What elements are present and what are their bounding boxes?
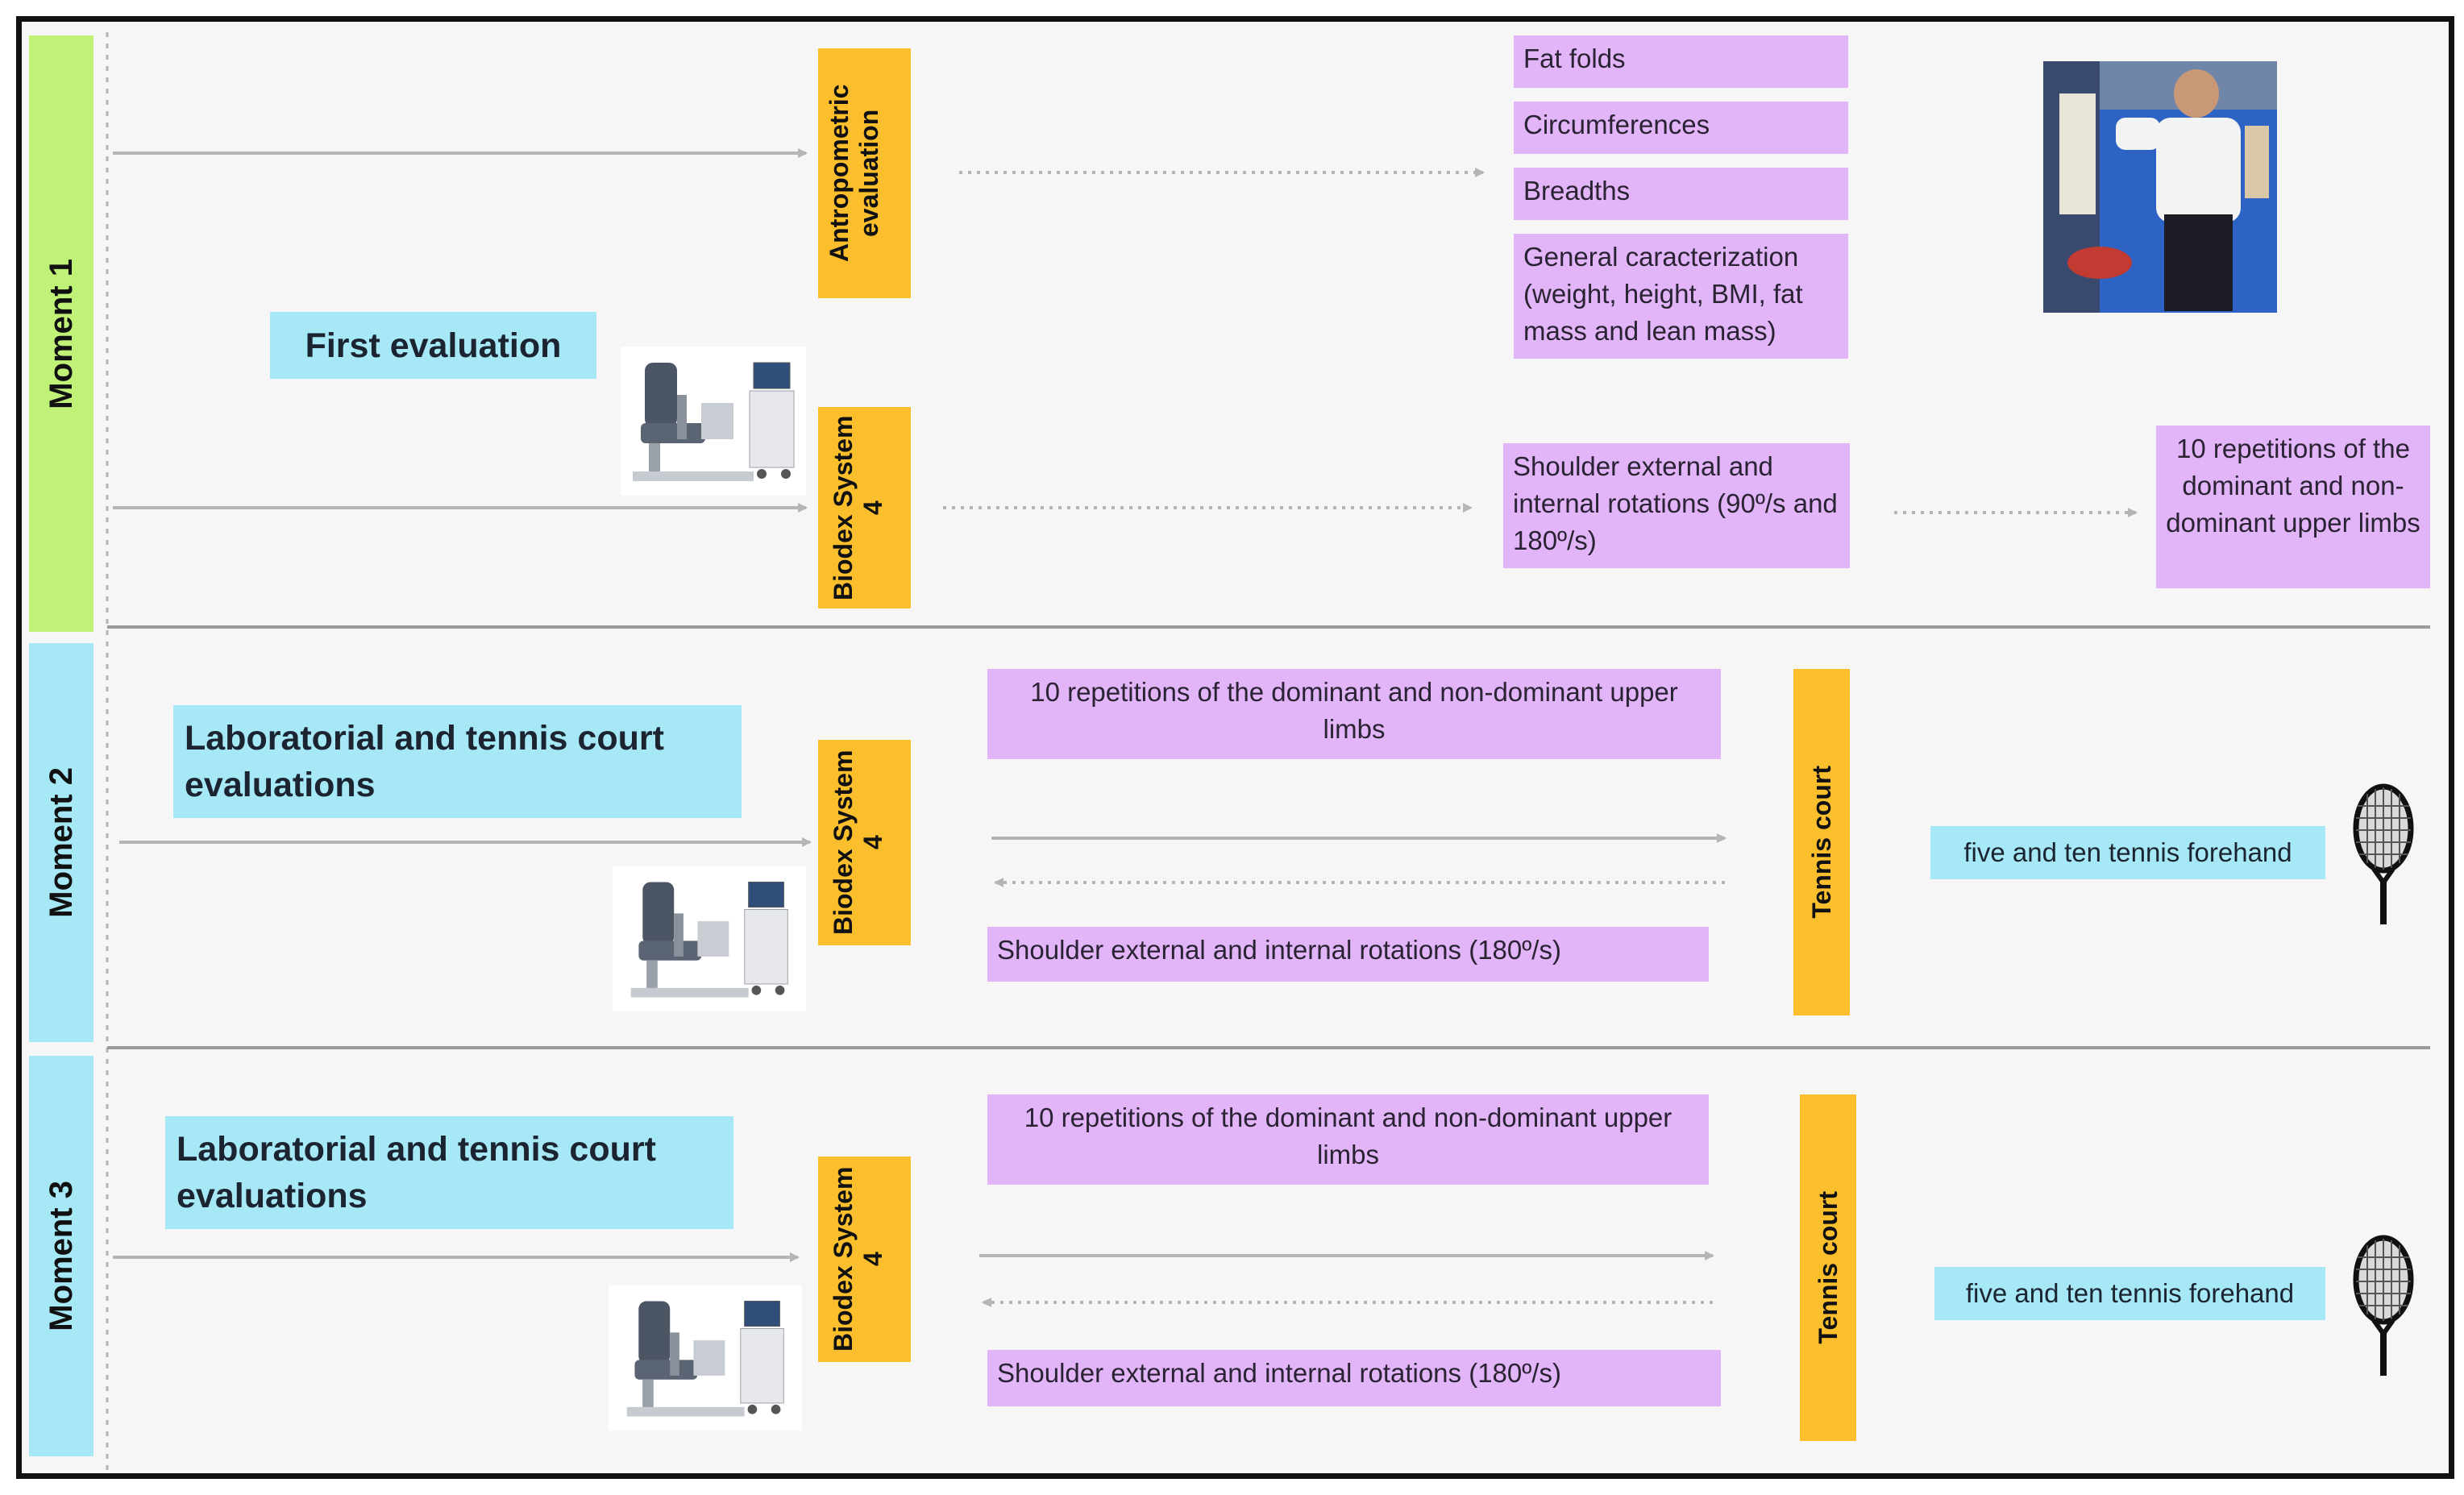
measure-circumferences: Circumferences <box>1514 102 1848 154</box>
repetitions-box-m3: 10 repetitions of the dominant and non-d… <box>987 1094 1709 1185</box>
rotations-label-m3: Shoulder external and internal rotations… <box>997 1358 1561 1388</box>
lab-court-evaluation-label-m3: Laboratorial and tennis court evaluation… <box>177 1130 656 1215</box>
rotations-box-m2: Shoulder external and internal rotations… <box>987 927 1709 982</box>
biodex-protocol-label-m1: Shoulder external and internal rotations… <box>1513 451 1838 555</box>
biodex-box-m2: Biodex System 4 <box>818 740 911 945</box>
biodex-label-m1: Biodex System 4 <box>828 415 887 600</box>
measure-general-caracterization-label: General caracterization (weight, height,… <box>1523 242 1803 346</box>
participant-photo-art <box>2043 61 2277 313</box>
repetitions-box-m2: 10 repetitions of the dominant and non-d… <box>987 669 1721 759</box>
repetitions-box-m1: 10 repetitions of the dominant and non-d… <box>2156 426 2430 588</box>
tennis-racket-drawing-m2 <box>2353 783 2414 924</box>
biodex-label-m3: Biodex System 4 <box>828 1166 887 1352</box>
repetitions-label-m2: 10 repetitions of the dominant and non-d… <box>1030 677 1678 744</box>
antropometric-evaluation-label: Antropometric evaluation <box>824 84 883 263</box>
measure-breadths-label: Breadths <box>1523 176 1631 206</box>
biodex-machine-drawing-m2 <box>630 881 788 998</box>
tennis-racket-icon-m2 <box>2350 782 2418 927</box>
tennis-court-box-m3: Tennis court <box>1800 1094 1856 1441</box>
tennis-racket-drawing-m3 <box>2353 1235 2414 1376</box>
measure-fat-folds-label: Fat folds <box>1523 44 1626 73</box>
first-evaluation-box: First evaluation <box>270 312 596 379</box>
biodex-machine-icon-m2 <box>613 866 806 1011</box>
biodex-machine-icon-m3 <box>609 1285 802 1431</box>
tennis-court-label-m3: Tennis court <box>1813 1191 1843 1344</box>
repetitions-label-m3: 10 repetitions of the dominant and non-d… <box>1024 1103 1672 1169</box>
moment-3-band: Moment 3 <box>29 1056 93 1456</box>
measure-circumferences-label: Circumferences <box>1523 110 1710 139</box>
biodex-machine-icon-m1 <box>621 347 806 496</box>
first-evaluation-label: First evaluation <box>305 326 562 365</box>
tennis-court-box-m2: Tennis court <box>1793 669 1850 1015</box>
moment-2-band: Moment 2 <box>29 643 93 1042</box>
biodex-protocol-box-m1: Shoulder external and internal rotations… <box>1503 443 1850 568</box>
forehand-label-m3: five and ten tennis forehand <box>1965 1278 2295 1308</box>
lab-court-evaluation-label-m2: Laboratorial and tennis court evaluation… <box>185 719 664 804</box>
biodex-box-m3: Biodex System 4 <box>818 1157 911 1362</box>
rotations-box-m3: Shoulder external and internal rotations… <box>987 1350 1721 1406</box>
measure-fat-folds: Fat folds <box>1514 35 1848 88</box>
measure-general-caracterization: General caracterization (weight, height,… <box>1514 234 1848 359</box>
participant-photo <box>2043 61 2277 313</box>
biodex-machine-drawing-m3 <box>626 1300 784 1417</box>
forehand-box-m2: five and ten tennis forehand <box>1930 826 2325 879</box>
rotations-label-m2: Shoulder external and internal rotations… <box>997 935 1561 965</box>
biodex-label-m2: Biodex System 4 <box>828 750 887 936</box>
measure-breadths: Breadths <box>1514 168 1848 220</box>
tennis-court-label-m2: Tennis court <box>1806 766 1836 919</box>
tennis-racket-icon-m3 <box>2350 1233 2418 1378</box>
biodex-machine-drawing-m1 <box>633 362 795 481</box>
forehand-box-m3: five and ten tennis forehand <box>1934 1267 2325 1320</box>
moment-1-band: Moment 1 <box>29 35 93 632</box>
lab-court-evaluation-box-m2: Laboratorial and tennis court evaluation… <box>173 705 742 818</box>
repetitions-label-m1: 10 repetitions of the dominant and non-d… <box>2166 434 2420 538</box>
biodex-box-m1: Biodex System 4 <box>818 407 911 608</box>
antropometric-evaluation-box: Antropometric evaluation <box>818 48 911 298</box>
forehand-label-m2: five and ten tennis forehand <box>1963 837 2292 867</box>
lab-court-evaluation-box-m3: Laboratorial and tennis court evaluation… <box>165 1116 733 1229</box>
